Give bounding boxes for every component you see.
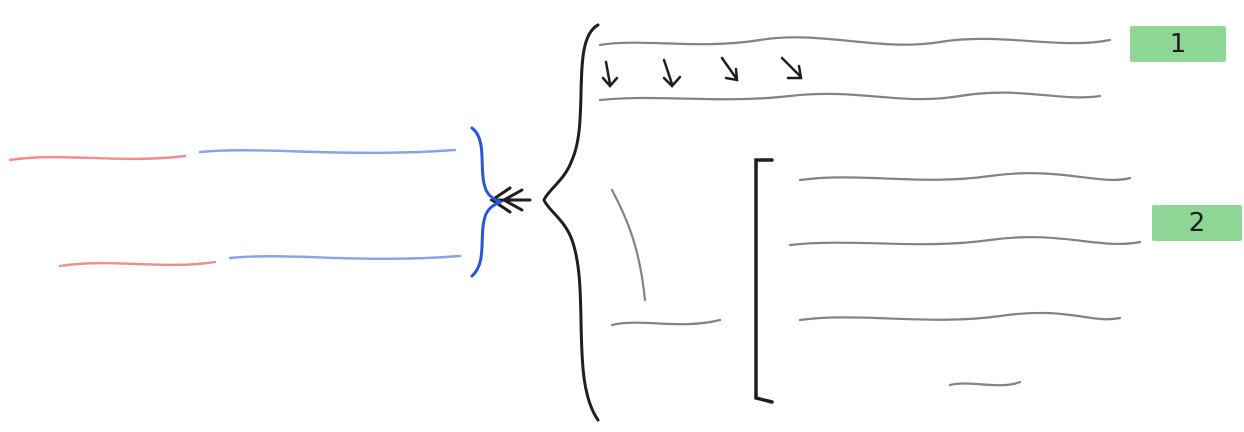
step-2-label: 2 [1188, 208, 1206, 238]
handwritten-note-step-2 [788, 172, 1142, 387]
handwritten-note-step-1 [598, 36, 1112, 102]
step-2-badge: 2 [1152, 205, 1242, 241]
down-arrows [601, 56, 803, 88]
blue-curly-brace [470, 126, 504, 278]
step-1-badge: 1 [1130, 26, 1226, 62]
handwritten-note-result [8, 148, 462, 268]
square-bracket [754, 158, 774, 404]
step-1-label: 1 [1169, 29, 1187, 59]
handwritten-note-side-label [610, 188, 722, 327]
main-curly-brace [542, 23, 600, 422]
